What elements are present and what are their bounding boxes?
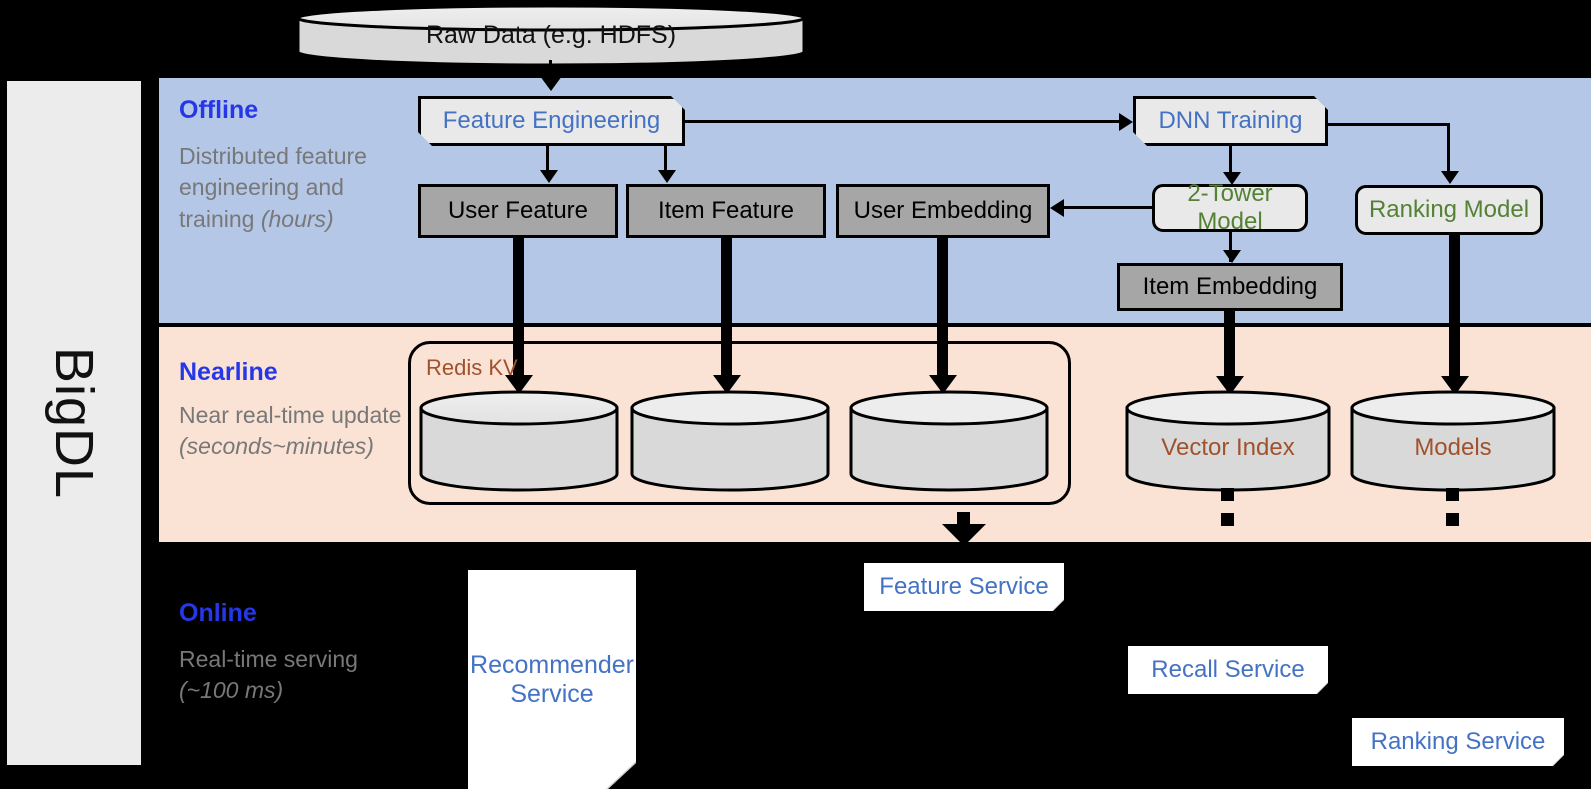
edge-fe-itemfeature (664, 146, 667, 174)
arrowhead-rankingmodel-models (1441, 376, 1469, 395)
stage-desc-online: Real-time serving (~100 ms) (179, 644, 409, 707)
arrowhead-userembedding-store (929, 375, 957, 394)
edge-twotower-userembedding (1064, 206, 1154, 209)
pipe-userfeature-store (513, 238, 524, 384)
node-ranking-service[interactable]: Ranking Service (1352, 718, 1564, 766)
stage-desc-nearline: Near real-time update (seconds~minutes) (179, 400, 409, 463)
vector-index-label: Vector Index (1161, 434, 1295, 461)
node-recall-service-label: Recall Service (1151, 656, 1305, 683)
models-cylinder: Models (1349, 388, 1557, 494)
stage-desc-offline-em: (hours) (260, 205, 334, 232)
stage-title-offline: Offline (179, 96, 259, 124)
store-item-feature-cylinder (629, 388, 831, 494)
edge-fe-dnn (685, 120, 1119, 123)
arrowhead-fe-itemfeature (658, 170, 676, 183)
node-feature-service-label: Feature Service (879, 573, 1049, 600)
node-recall-service[interactable]: Recall Service (1128, 646, 1328, 694)
dash-redis-featureservice (957, 512, 970, 525)
stage-desc-offline-text: Distributed feature engineering and trai… (179, 143, 367, 232)
arrowhead-dnn-ranking (1441, 171, 1459, 184)
redis-kv-group (408, 341, 1071, 505)
node-ranking-service-label: Ranking Service (1370, 728, 1546, 755)
edge-dnn-ranking-h (1328, 123, 1450, 126)
node-ranking-model[interactable]: Ranking Model (1355, 185, 1543, 235)
stage-desc-offline: Distributed feature engineering and trai… (179, 141, 409, 235)
node-dnn-training[interactable]: DNN Training (1133, 96, 1328, 146)
node-user-embedding[interactable]: User Embedding (836, 184, 1050, 238)
node-item-embedding-label: Item Embedding (1142, 273, 1318, 300)
stage-title-nearline: Nearline (179, 358, 278, 386)
arrowhead-dnn-twotower (1223, 172, 1241, 185)
node-two-tower-model-label: 2-Tower Model (1187, 180, 1273, 235)
pipe-userembedding-store (937, 238, 948, 384)
dash-models-2 (1446, 513, 1459, 526)
node-user-feature-label: User Feature (447, 197, 589, 224)
bigdl-label: BigDL (44, 346, 104, 500)
node-user-feature[interactable]: User Feature (418, 184, 618, 238)
node-two-tower-model[interactable]: 2-Tower Model (1152, 180, 1308, 235)
node-feature-service[interactable]: Feature Service (864, 563, 1064, 611)
node-item-embedding[interactable]: Item Embedding (1117, 263, 1343, 311)
bigdl-sidebar: BigDL (4, 78, 144, 768)
node-feature-engineering-label: Feature Engineering (442, 107, 661, 134)
edge-dnn-twotower (1229, 146, 1232, 176)
node-recommender-service[interactable]: Recommender Service (468, 570, 636, 789)
raw-data-label: Raw Data (e.g. HDFS) (425, 20, 677, 49)
arrowhead-fe-userfeature (540, 170, 558, 183)
store-user-embedding-cylinder (848, 388, 1050, 494)
edge-fe-userfeature (546, 146, 549, 174)
edge-twotower-itememb (1229, 232, 1232, 262)
models-label: Models (1414, 434, 1492, 461)
store-user-feature-cylinder (418, 388, 620, 494)
arrowhead-fe-dnn (1119, 113, 1133, 131)
node-item-feature-label: Item Feature (657, 197, 795, 224)
stage-desc-online-text: Real-time serving (179, 646, 358, 672)
arrowhead-twotower-itememb (1223, 250, 1241, 263)
pipe-rankingmodel-models (1449, 235, 1460, 386)
node-item-feature[interactable]: Item Feature (626, 184, 826, 238)
raw-data-cylinder: Raw Data (e.g. HDFS) (295, 4, 807, 67)
dash-vector-index-1 (1221, 488, 1234, 501)
stage-title-online: Online (179, 599, 257, 627)
arrowhead-redis-featureservice (942, 524, 986, 546)
edge-rawdata-fe (549, 60, 552, 78)
arrowhead-twotower-userembedding (1050, 199, 1064, 217)
pipe-itemfeature-store (721, 238, 732, 384)
arrowhead-rawdata-fe (537, 72, 565, 91)
arrowhead-userfeature-store (505, 375, 533, 394)
arrowhead-itemfeature-store (713, 375, 741, 394)
node-ranking-model-label: Ranking Model (1368, 196, 1530, 223)
node-user-embedding-label: User Embedding (853, 197, 1033, 224)
stage-desc-nearline-em: (seconds~minutes) (179, 433, 374, 460)
redis-kv-label: Redis KV (426, 355, 518, 380)
node-feature-engineering[interactable]: Feature Engineering (418, 96, 685, 146)
arrowhead-itememb-vectorindex (1216, 376, 1244, 395)
dash-models-1 (1446, 488, 1459, 501)
node-dnn-training-label: DNN Training (1158, 107, 1303, 134)
stage-desc-nearline-text: Near real-time update (179, 402, 402, 428)
stage-desc-online-em: (~100 ms) (179, 677, 284, 704)
dash-vector-index-2 (1221, 513, 1234, 526)
node-recommender-service-label: Recommender Service (470, 650, 634, 708)
pipe-itememb-vectorindex (1224, 311, 1235, 386)
edge-dnn-ranking-v (1447, 123, 1450, 175)
vector-index-cylinder: Vector Index (1124, 388, 1332, 494)
